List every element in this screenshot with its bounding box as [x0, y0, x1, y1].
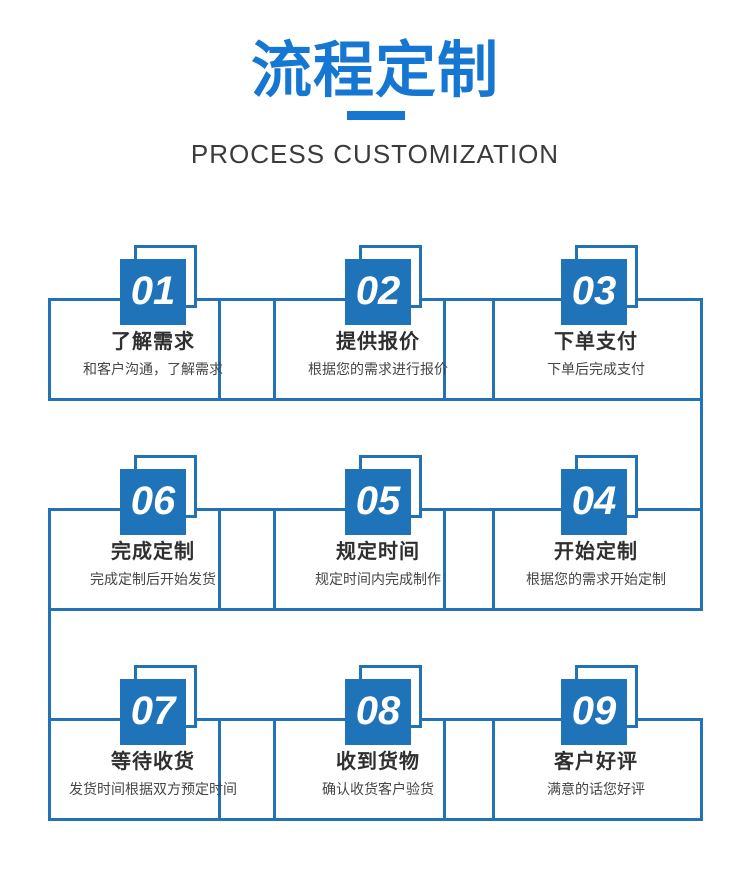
step-badge-06: 06	[120, 455, 201, 536]
step-description: 下单后完成支付	[547, 361, 645, 377]
step-badge-07: 07	[120, 665, 201, 746]
cell-divider-line	[273, 721, 276, 818]
step-text-05: 规定时间 规定时间内完成制作	[268, 540, 488, 588]
step-title: 规定时间	[336, 541, 420, 563]
step-number-square: 03	[561, 259, 627, 325]
step-title: 等待收货	[111, 751, 195, 773]
page-title: 流程定制	[250, 36, 499, 104]
step-title: 收到货物	[336, 751, 420, 773]
flow-connector-right	[700, 399, 703, 511]
cell-divider-line	[218, 301, 221, 398]
step-title: 下单支付	[554, 331, 638, 353]
step-text-03: 下单支付 下单后完成支付	[486, 330, 706, 378]
step-description: 根据您的需求进行报价	[308, 361, 448, 377]
cell-divider-line	[443, 301, 446, 398]
page-subtitle: PROCESS CUSTOMIZATION	[190, 139, 560, 169]
step-number-square: 01	[120, 259, 186, 325]
step-description: 确认收货客户验货	[322, 781, 434, 797]
step-badge-03: 03	[561, 245, 642, 326]
cell-divider-line	[492, 511, 495, 608]
step-text-09: 客户好评 满意的话您好评	[486, 750, 706, 798]
step-number-square: 09	[561, 679, 627, 745]
title-divider-bar	[347, 111, 405, 120]
step-badge-09: 09	[561, 665, 642, 746]
cell-divider-line	[492, 721, 495, 818]
step-badge-04: 04	[561, 455, 642, 536]
step-badge-05: 05	[345, 455, 426, 536]
step-text-07: 等待收货 发货时间根据双方预定时间	[43, 750, 263, 798]
step-number-square: 07	[120, 679, 186, 745]
step-description: 发货时间根据双方预定时间	[69, 781, 237, 797]
step-number-square: 08	[345, 679, 411, 745]
cell-divider-line	[273, 511, 276, 608]
step-badge-02: 02	[345, 245, 426, 326]
cell-divider-line	[443, 721, 446, 818]
step-number-square: 06	[120, 469, 186, 535]
cell-divider-line	[443, 511, 446, 608]
step-title: 开始定制	[554, 541, 638, 563]
step-title: 完成定制	[111, 541, 195, 563]
flow-connector-left	[48, 609, 51, 721]
step-text-06: 完成定制 完成定制后开始发货	[43, 540, 263, 588]
step-description: 完成定制后开始发货	[90, 571, 216, 587]
step-badge-01: 01	[120, 245, 201, 326]
step-description: 和客户沟通，了解需求	[83, 361, 223, 377]
cell-divider-line	[492, 301, 495, 398]
step-title: 了解需求	[111, 331, 195, 353]
step-description: 满意的话您好评	[547, 781, 645, 797]
step-number-square: 05	[345, 469, 411, 535]
cell-divider-line	[218, 721, 221, 818]
step-text-04: 开始定制 根据您的需求开始定制	[486, 540, 706, 588]
step-badge-08: 08	[345, 665, 426, 746]
step-number-square: 02	[345, 259, 411, 325]
step-text-02: 提供报价 根据您的需求进行报价	[268, 330, 488, 378]
step-text-01: 了解需求 和客户沟通，了解需求	[43, 330, 263, 378]
step-text-08: 收到货物 确认收货客户验货	[268, 750, 488, 798]
step-description: 根据您的需求开始定制	[526, 571, 666, 587]
cell-divider-line	[273, 301, 276, 398]
cell-divider-line	[218, 511, 221, 608]
step-description: 规定时间内完成制作	[315, 571, 441, 587]
step-title: 提供报价	[336, 331, 420, 353]
step-title: 客户好评	[554, 751, 638, 773]
step-number-square: 04	[561, 469, 627, 535]
